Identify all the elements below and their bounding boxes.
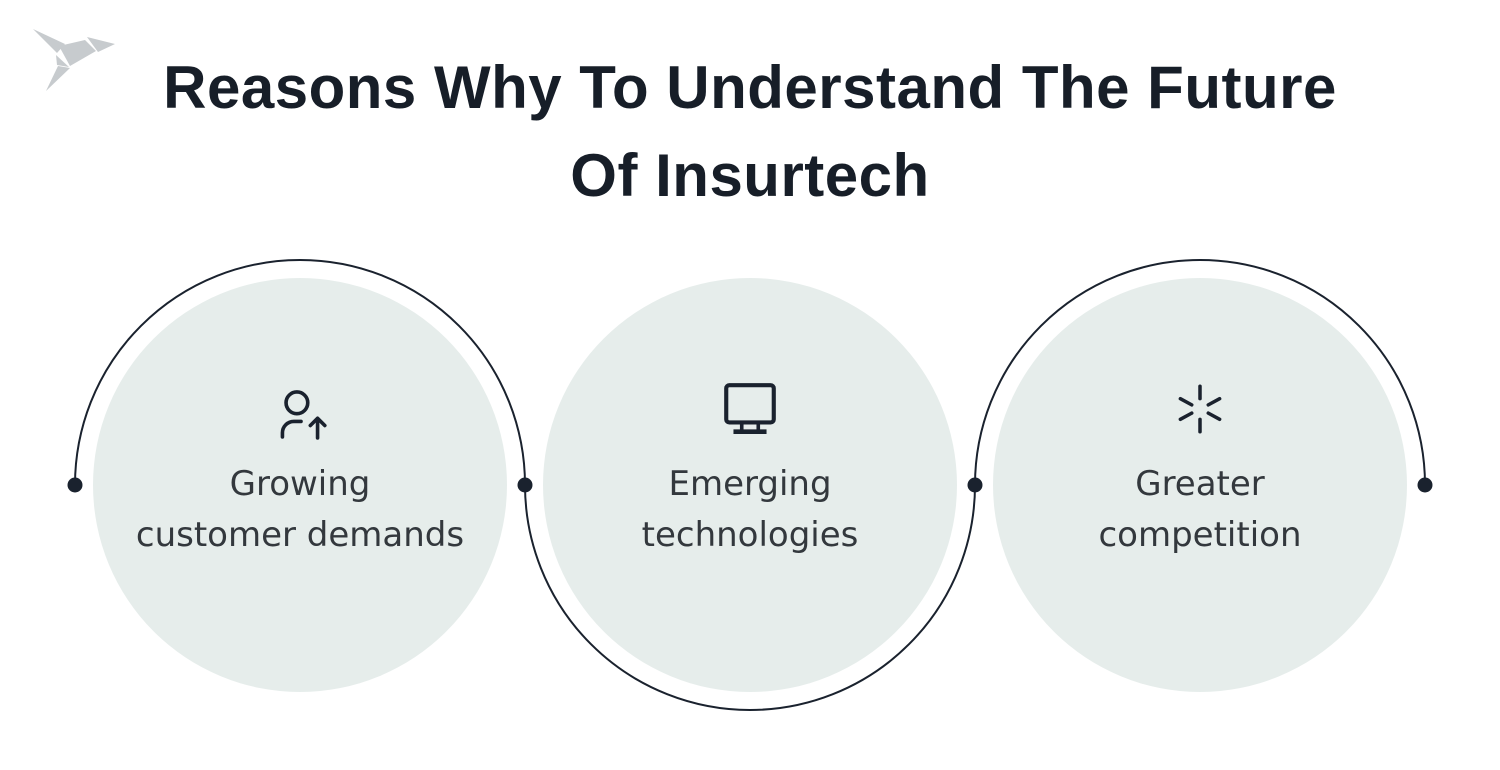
page-title-line-2: Of Insurtech — [570, 142, 930, 209]
origami-bird-logo — [33, 29, 115, 91]
stage-label-growing-customer-demands: Growing customer demands — [135, 464, 465, 555]
user-growth-icon — [268, 378, 332, 440]
connector-dot-start — [67, 477, 83, 493]
monitor-icon — [718, 378, 782, 440]
connector-dot-junction-1 — [517, 477, 533, 493]
page-title-line-1: Reasons Why To Understand The Future — [163, 54, 1337, 121]
stage-circle-2 — [543, 278, 957, 692]
stage-circle-1 — [93, 278, 507, 692]
stage-label-greater-competition: Greater competition — [1098, 464, 1302, 555]
stage-circle-3 — [993, 278, 1407, 692]
connector-dot-junction-2 — [967, 477, 983, 493]
connector-arc-path — [74, 259, 1426, 711]
connector-dot-end — [1417, 477, 1433, 493]
stage-label-emerging-technologies: Emerging technologies — [641, 464, 859, 555]
origami-bird-shape — [33, 29, 115, 91]
page-title: Reasons Why To Understand The Future Of … — [0, 44, 1500, 220]
spark-icon — [1168, 378, 1232, 440]
